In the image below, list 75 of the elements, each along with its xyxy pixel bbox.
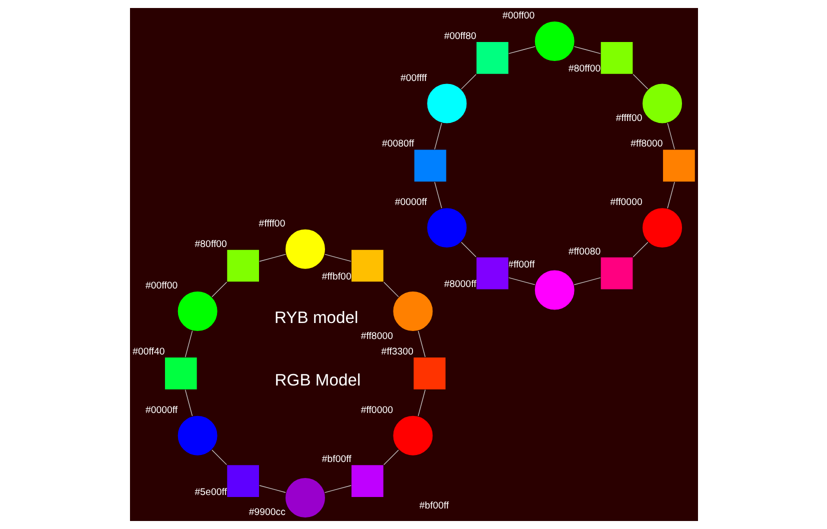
- connector: [460, 74, 476, 90]
- node-box: [475, 41, 509, 75]
- node-box: [475, 256, 509, 290]
- connector: [383, 282, 398, 298]
- node-circle: [392, 415, 433, 456]
- node-circle: [426, 207, 467, 248]
- node-circle: [284, 477, 326, 518]
- node-label: #ff8000: [630, 138, 662, 150]
- connector: [573, 46, 600, 54]
- connector: [573, 277, 600, 286]
- connector: [324, 485, 351, 493]
- node-circle: [176, 290, 218, 332]
- connector: [184, 330, 192, 358]
- connector: [258, 485, 286, 493]
- node-label: #ffbf00: [321, 271, 351, 282]
- node-label: #ffff00: [615, 112, 642, 124]
- node-label: #ff3300: [380, 346, 413, 358]
- node-label: #00ff80: [444, 31, 476, 42]
- label: RYB model: [274, 308, 358, 328]
- node-label: #00ff00: [502, 10, 534, 22]
- node-label: #ff0000: [610, 197, 642, 208]
- connector: [324, 254, 351, 262]
- connector: [508, 277, 535, 286]
- connector: [632, 74, 648, 90]
- connector: [666, 122, 674, 150]
- connector: [184, 390, 192, 416]
- node-circle: [534, 270, 575, 310]
- node-box: [600, 41, 633, 75]
- node-label: #ff0080: [568, 246, 600, 258]
- node-box: [226, 464, 260, 498]
- connector: [211, 282, 227, 298]
- node-label: #ffff00: [258, 218, 285, 230]
- label: RGB Model: [274, 370, 360, 390]
- node-box: [413, 149, 446, 182]
- node-box: [662, 149, 696, 182]
- node-box: [226, 249, 260, 282]
- node-label: #ff8000: [360, 331, 393, 342]
- node-label: #bf00ff: [321, 454, 351, 466]
- node-label: #80ff00: [194, 238, 226, 250]
- connector: [666, 182, 674, 209]
- node-label: #8000ff: [444, 278, 476, 290]
- connector: [417, 330, 426, 358]
- node-circle: [534, 20, 575, 62]
- node-box: [412, 356, 446, 390]
- node-circle: [392, 290, 433, 332]
- connector: [417, 389, 426, 416]
- node-circle: [176, 415, 218, 456]
- connector: [508, 46, 535, 54]
- node-box: [164, 356, 198, 390]
- node-label: #ff0000: [360, 404, 393, 416]
- node-circle: [284, 228, 326, 270]
- node-box: [350, 464, 384, 498]
- node-label: #0000ff: [144, 404, 178, 416]
- connector: [434, 122, 442, 150]
- node-label: #0080ff: [381, 138, 414, 150]
- node-circle: [641, 83, 682, 124]
- node-label: #80ff00: [568, 64, 600, 75]
- node-circle: [641, 207, 682, 248]
- node-label: #0000ff: [394, 197, 426, 208]
- connector: [460, 242, 476, 258]
- label: #bf00ff: [418, 500, 448, 512]
- node-box: [350, 249, 384, 282]
- node-label: #00ff40: [132, 346, 164, 358]
- connector: [258, 254, 286, 262]
- connector: [434, 182, 442, 208]
- connector: [632, 242, 648, 258]
- node-box: [600, 256, 633, 290]
- node-label: #ff00ff: [508, 259, 534, 270]
- node-circle: [426, 83, 467, 124]
- node-label: #9900cc: [248, 507, 285, 518]
- node-label: #00ff00: [144, 280, 178, 292]
- connector: [211, 450, 226, 466]
- connector: [382, 450, 398, 466]
- node-label: #5e00ff: [194, 486, 226, 498]
- node-label: #00ffff: [400, 72, 426, 84]
